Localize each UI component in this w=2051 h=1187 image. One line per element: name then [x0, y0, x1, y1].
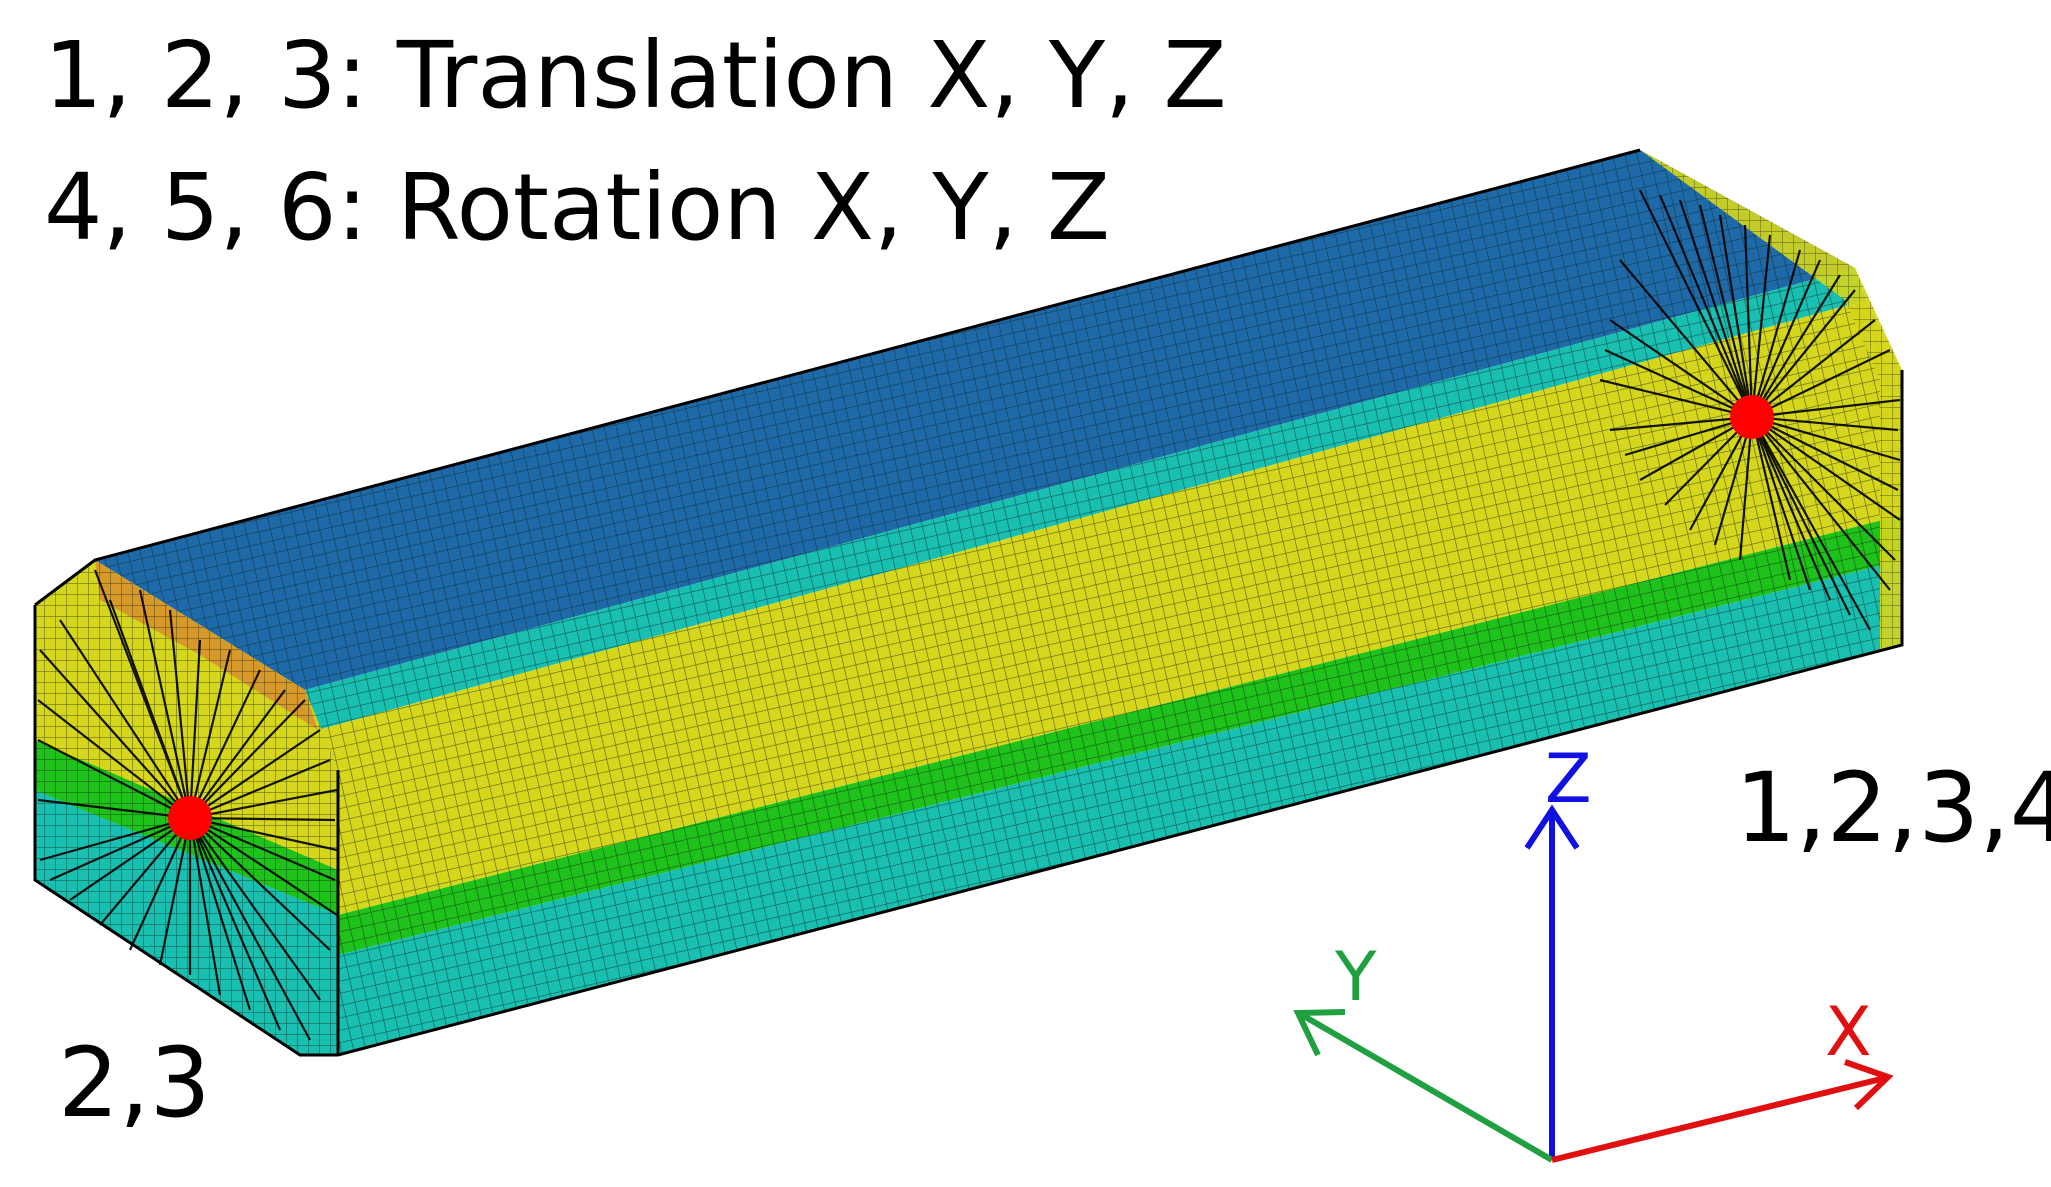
x-axis — [1551, 1075, 1886, 1163]
z-axis-label: Z — [1545, 740, 1592, 819]
right-end-constraint-label: 1,2,3,4 — [1735, 752, 2051, 864]
x-arrowhead — [1844, 1059, 1894, 1111]
legend-rotation-line: 4, 5, 6: Rotation X, Y, Z — [44, 154, 1111, 261]
top-face-mesh — [95, 150, 1855, 690]
legend-translation-line: 1, 2, 3: Translation X, Y, Z — [44, 22, 1227, 129]
left-node-marker — [168, 796, 212, 840]
right-end-mesh — [1640, 150, 1902, 652]
front-face-mesh — [305, 268, 1902, 1055]
y-axis-label: Y — [1334, 938, 1377, 1017]
box-outline — [33, 148, 1904, 1057]
y-axis — [1300, 1012, 1554, 1163]
left-end-constraint-label: 2,3 — [58, 1027, 211, 1139]
left-spider-lines — [37, 569, 338, 1041]
x-axis-label: X — [1825, 993, 1872, 1072]
y-arrowhead — [1293, 1009, 1346, 1057]
z-arrowhead — [1524, 804, 1580, 850]
axis-triad: Z Y X — [1293, 740, 1894, 1163]
right-node-marker — [1730, 395, 1774, 439]
